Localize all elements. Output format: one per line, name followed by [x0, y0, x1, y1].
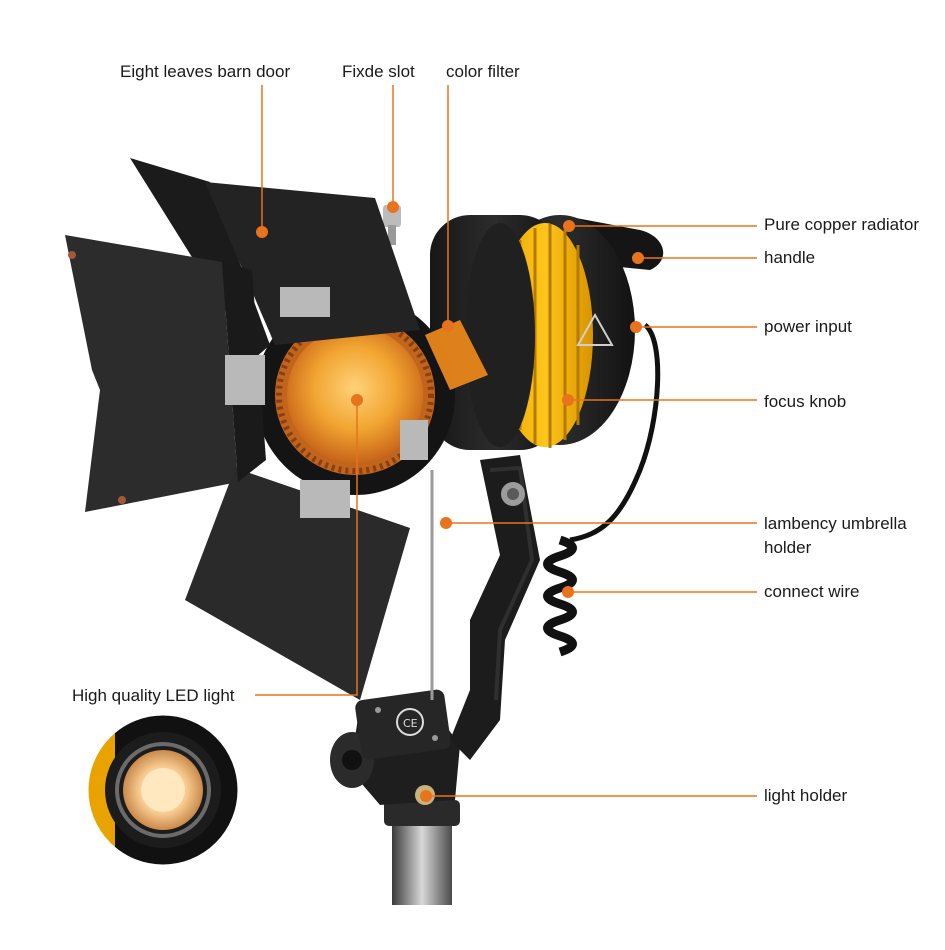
label-light-holder: light holder — [764, 786, 848, 805]
label-handle: handle — [764, 248, 816, 267]
label-focus-knob: focus knob — [764, 392, 847, 411]
connect-wire-shape — [543, 323, 661, 657]
callout-dots — [256, 201, 644, 802]
svg-text:CE: CE — [403, 717, 418, 730]
label-color-filter: color filter — [446, 62, 520, 81]
bracket-arm — [450, 455, 540, 760]
light-holder-shape: CE — [330, 689, 460, 805]
label-led-light: High quality LED light — [72, 686, 235, 705]
color-filter-shape — [425, 320, 488, 390]
stand-pole — [384, 790, 460, 905]
label-umbrella-holder: lambency umbrella holder — [764, 514, 907, 557]
label-barn-door: Eight leaves barn door — [120, 62, 291, 81]
label-copper-radiator: Pure copper radiator — [764, 215, 919, 234]
barn-door-shape — [65, 158, 434, 700]
callout-lines — [255, 85, 757, 797]
label-power-input: power input — [764, 317, 852, 336]
label-connect-wire: connect wire — [764, 582, 860, 601]
led-inset — [85, 712, 241, 868]
light-body — [430, 215, 635, 450]
label-fixde-slot: Fixde slot — [342, 62, 415, 81]
